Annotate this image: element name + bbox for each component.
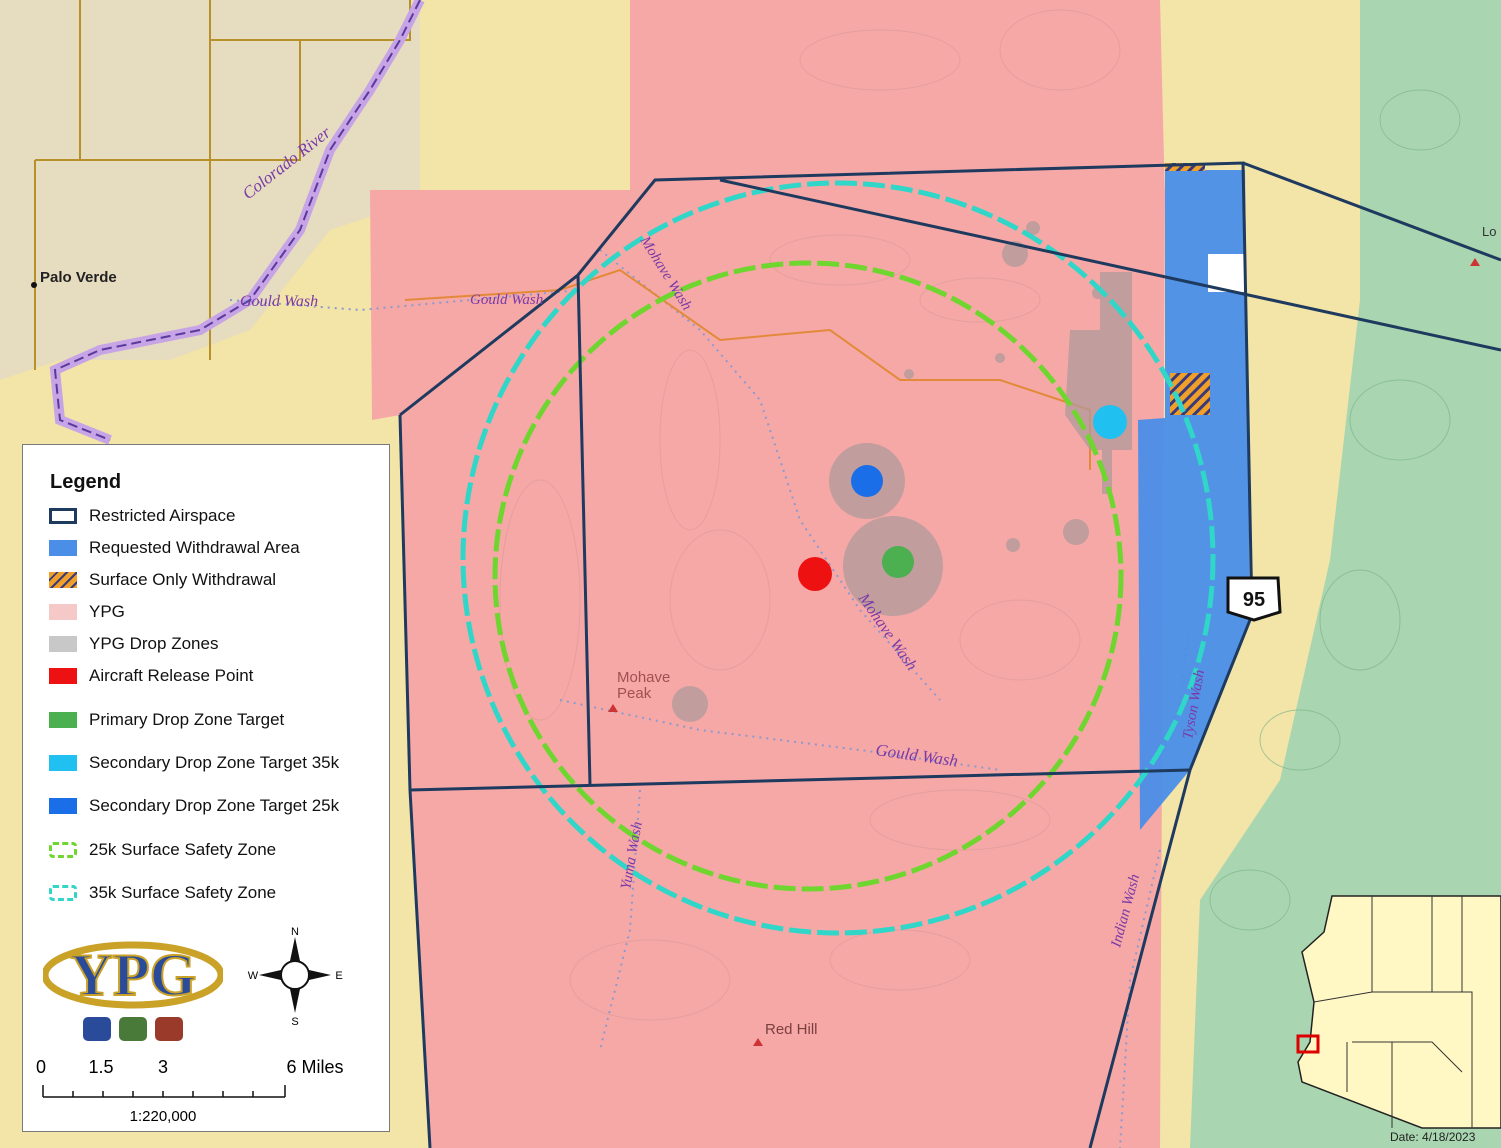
red-hill-marker <box>753 1038 763 1046</box>
svg-text:0: 0 <box>36 1057 46 1077</box>
ypg-logo: YPG <box>43 941 223 1041</box>
legend-swatch <box>49 572 77 588</box>
legend-item-secondary-25k: Secondary Drop Zone Target 25k <box>49 795 339 817</box>
legend-label: Requested Withdrawal Area <box>89 538 300 557</box>
legend-label: Restricted Airspace <box>89 506 236 525</box>
legend-swatch <box>49 540 77 556</box>
palo-verde-label: Palo Verde <box>40 269 117 286</box>
legend-item-35k-safety-zone: 35k Surface Safety Zone <box>49 882 276 904</box>
svg-text:W: W <box>248 970 259 982</box>
svg-text:S: S <box>291 1016 298 1025</box>
legend-swatch <box>49 604 77 620</box>
legend-label: Surface Only Withdrawal <box>89 570 277 589</box>
svg-text:1.5: 1.5 <box>88 1057 113 1077</box>
legend-swatch <box>49 636 77 652</box>
forest-contours <box>1209 89 1461 931</box>
gould-wash-label-2: Gould Wash <box>470 292 543 308</box>
white-parcel <box>1208 254 1246 292</box>
arizona-outline <box>1297 895 1501 1129</box>
legend-item-ypg-drop-zones: YPG Drop Zones <box>49 633 218 655</box>
mohave-peak-label-1: Mohave <box>617 669 670 686</box>
legend-swatch <box>49 755 77 771</box>
north-arrow: N S W E <box>248 926 343 1025</box>
legend-label: Aircraft Release Point <box>89 666 254 685</box>
study-area-locator <box>1296 1034 1320 1054</box>
washes <box>229 249 1191 1148</box>
legend-label: Secondary Drop Zone Target 25k <box>89 796 340 815</box>
legend-label: 35k Surface Safety Zone <box>89 883 277 902</box>
scale-bar: 0 1.5 3 6 Miles 1:220,000 <box>36 1057 344 1125</box>
lo-label: Lo <box>1482 224 1496 239</box>
svg-text:YPG: YPG <box>70 942 197 1008</box>
legend-item-requested-withdrawal: Requested Withdrawal Area <box>49 537 300 559</box>
legend-label: YPG Drop Zones <box>89 634 219 653</box>
svg-text:N: N <box>291 926 299 938</box>
requested-withdrawal-area <box>1138 170 1250 830</box>
legend-label: Secondary Drop Zone Target 35k <box>89 753 340 772</box>
legend-item-secondary-35k: Secondary Drop Zone Target 35k <box>49 752 339 774</box>
legend-label: 25k Surface Safety Zone <box>89 840 277 859</box>
road <box>404 268 1091 470</box>
map-legend: Legend Restricted Airspace Requested Wit… <box>22 444 390 1132</box>
svg-text:6 Miles: 6 Miles <box>286 1057 343 1077</box>
palo-verde-dot <box>31 282 37 288</box>
svg-text:E: E <box>335 970 342 982</box>
mohave-peak-label-2: Peak <box>617 685 652 702</box>
red-hill-label: Red Hill <box>765 1021 818 1038</box>
route-95-shield: 95 <box>1226 576 1282 622</box>
25k-safety-zone <box>492 260 1124 892</box>
legend-swatch <box>49 508 77 524</box>
restricted-airspace <box>398 161 1501 1148</box>
secondary-drop-zone-target-35k <box>1093 405 1127 439</box>
arizona-counties <box>1313 896 1473 1128</box>
legend-item-ypg: YPG <box>49 601 125 623</box>
ypg-land-main <box>370 190 1165 1148</box>
lo-marker <box>1470 258 1480 266</box>
legend-item-restricted-airspace: Restricted Airspace <box>49 505 235 527</box>
date-label: Date: 4/18/2023 <box>1390 1130 1476 1144</box>
forest-land-east <box>1190 0 1501 1148</box>
ypg-land-north <box>630 0 1165 200</box>
legend-item-25k-safety-zone: 25k Surface Safety Zone <box>49 839 276 861</box>
terrain-contours <box>499 9 1121 1021</box>
svg-text:3: 3 <box>158 1057 168 1077</box>
35k-safety-zone <box>460 180 1216 936</box>
legend-swatch <box>49 798 77 814</box>
legend-title: Legend <box>50 471 122 493</box>
legend-swatch <box>49 712 77 728</box>
legend-label: YPG <box>89 602 125 621</box>
legend-swatch <box>49 885 77 901</box>
arizona-locator-inset <box>1296 895 1501 1129</box>
legend-swatch <box>49 842 77 858</box>
route-95-label: 95 <box>1243 589 1265 611</box>
aircraft-release-point <box>798 557 832 591</box>
legend-label: Primary Drop Zone Target <box>89 710 285 729</box>
primary-drop-zone-target <box>882 546 914 578</box>
gould-wash-label-1: Gould Wash <box>240 293 318 310</box>
legend-item-aircraft-release-point: Aircraft Release Point <box>49 665 253 687</box>
surface-only-withdrawal-2 <box>1165 163 1205 171</box>
legend-swatch <box>49 668 77 684</box>
legend-item-surface-only: Surface Only Withdrawal <box>49 569 276 591</box>
township-lines <box>34 0 411 370</box>
mohave-peak-marker <box>608 704 618 712</box>
secondary-drop-zone-target-25k <box>851 465 883 497</box>
legend-item-primary-drop-zone: Primary Drop Zone Target <box>49 709 284 731</box>
svg-text:1:220,000: 1:220,000 <box>130 1108 197 1125</box>
colorado-river-center <box>53 0 421 441</box>
